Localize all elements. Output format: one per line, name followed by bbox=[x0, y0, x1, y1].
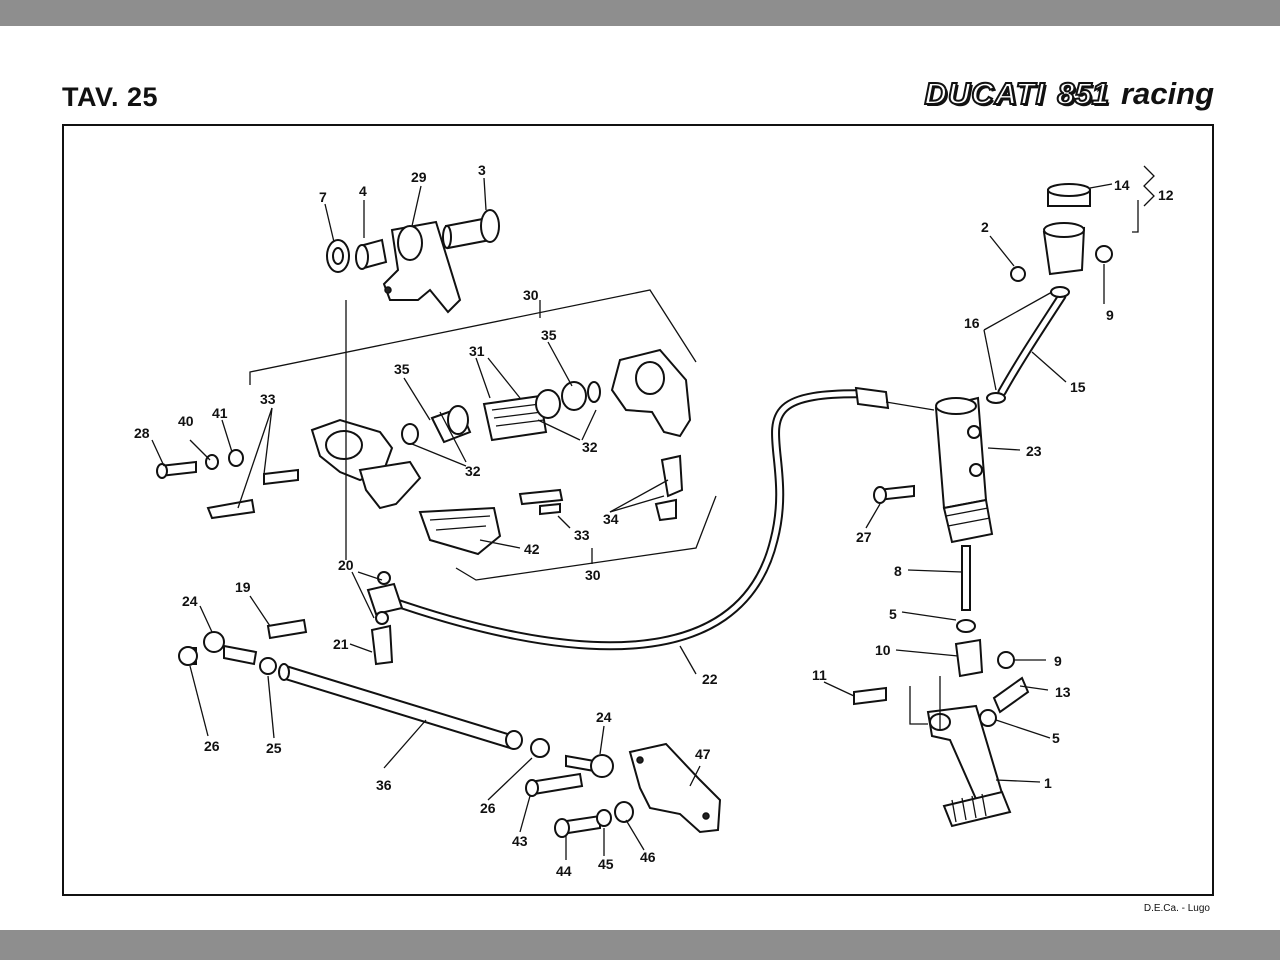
callout-36: 36 bbox=[376, 777, 392, 793]
callout-3: 3 bbox=[478, 162, 486, 178]
callout-2: 2 bbox=[981, 219, 989, 235]
callout-7: 7 bbox=[319, 189, 327, 205]
callout-22: 22 bbox=[702, 671, 718, 687]
callout-11: 11 bbox=[812, 667, 827, 683]
callout-35-left: 35 bbox=[394, 361, 410, 377]
callout-14: 14 bbox=[1114, 177, 1130, 193]
callout-20: 20 bbox=[338, 557, 354, 573]
callout-25: 25 bbox=[266, 740, 282, 756]
brand-name: DUCATI bbox=[923, 75, 1046, 112]
callout-24-right: 24 bbox=[596, 709, 612, 725]
callout-40: 40 bbox=[178, 413, 194, 429]
rod-end-24-left bbox=[203, 631, 225, 653]
bolt-11 bbox=[853, 686, 887, 706]
callout-23: 23 bbox=[1026, 443, 1042, 459]
callout-30-upper: 30 bbox=[523, 287, 539, 303]
banjo-bolt-21 bbox=[370, 624, 394, 666]
callout-41: 41 bbox=[212, 405, 228, 421]
pushrod-8 bbox=[961, 545, 971, 611]
pin-part-33 bbox=[518, 488, 564, 506]
leader-lines bbox=[151, 165, 1155, 860]
callout-4: 4 bbox=[359, 183, 367, 199]
callout-47: 47 bbox=[695, 746, 711, 762]
washer-46 bbox=[614, 801, 634, 823]
nut-26-right bbox=[530, 738, 550, 758]
callout-42: 42 bbox=[524, 541, 540, 557]
nut-25 bbox=[259, 657, 277, 675]
callout-31: 31 bbox=[469, 343, 485, 359]
brake-pads-31 bbox=[482, 394, 548, 442]
callout-19: 19 bbox=[235, 579, 251, 595]
callout-13: 13 bbox=[1055, 684, 1071, 700]
nut-9-upper bbox=[1095, 245, 1113, 263]
hose-end-fitting bbox=[854, 386, 890, 410]
callout-16: 16 bbox=[964, 315, 980, 331]
brand-suffix: racing bbox=[1120, 76, 1214, 111]
callout-45: 45 bbox=[598, 856, 614, 872]
callout-46: 46 bbox=[640, 849, 656, 865]
callout-29: 29 bbox=[411, 169, 427, 185]
bottom-border bbox=[0, 930, 1280, 960]
callout-28: 28 bbox=[134, 425, 150, 441]
callout-27: 27 bbox=[856, 529, 872, 545]
callout-34: 34 bbox=[603, 511, 619, 527]
diagram-frame bbox=[62, 124, 1214, 896]
nut-2 bbox=[1010, 266, 1026, 282]
plate-number: TAV. 25 bbox=[62, 82, 159, 112]
brand-model: 851 bbox=[1056, 75, 1110, 112]
stud-19 bbox=[266, 618, 308, 640]
callout-32-right: 32 bbox=[582, 439, 598, 455]
rod-36 bbox=[280, 664, 516, 750]
callout-labels: 1 2 3 4 5 5 7 8 9 9 10 11 12 13 14 15 16… bbox=[134, 162, 1174, 879]
bolt-33-upper bbox=[263, 468, 299, 486]
callout-33-right: 33 bbox=[574, 527, 590, 543]
callout-12: 12 bbox=[1158, 187, 1174, 203]
top-border bbox=[0, 0, 1280, 26]
callout-15: 15 bbox=[1070, 379, 1086, 395]
pad-spring-42 bbox=[418, 506, 502, 556]
clevis-10 bbox=[954, 638, 984, 678]
callout-35-right: 35 bbox=[541, 327, 557, 343]
callout-24-left: 24 bbox=[182, 593, 198, 609]
parts-drawing bbox=[156, 183, 1113, 838]
callout-5-upper: 5 bbox=[889, 606, 897, 622]
pin-33-lower bbox=[206, 498, 256, 520]
callout-9-upper: 9 bbox=[1106, 307, 1114, 323]
callout-9-lower: 9 bbox=[1054, 653, 1062, 669]
bleed-valve-34 bbox=[660, 454, 684, 498]
rod-end-24-right bbox=[590, 754, 614, 778]
washer-45 bbox=[596, 809, 612, 827]
callout-32-lower: 32 bbox=[465, 463, 481, 479]
credit-text: D.E.Ca. - Lugo bbox=[1143, 903, 1210, 914]
callout-5-lower: 5 bbox=[1052, 730, 1060, 746]
callout-8: 8 bbox=[894, 563, 902, 579]
callout-43: 43 bbox=[512, 833, 528, 849]
callout-26-left: 26 bbox=[204, 738, 220, 754]
callout-30-lower: 30 bbox=[585, 567, 601, 583]
callout-1: 1 bbox=[1044, 775, 1052, 791]
callout-33-left: 33 bbox=[260, 391, 276, 407]
callout-10: 10 bbox=[875, 642, 891, 658]
brand-logo: DUCATI 851 racing bbox=[923, 75, 1214, 112]
bracket-47 bbox=[628, 742, 722, 834]
callout-21: 21 bbox=[333, 636, 349, 652]
banjo-fitting-20 bbox=[366, 582, 404, 616]
callout-44: 44 bbox=[556, 863, 572, 879]
caliper-half bbox=[358, 460, 422, 510]
bolt-13 bbox=[992, 676, 1030, 714]
callout-26-right: 26 bbox=[480, 800, 496, 816]
